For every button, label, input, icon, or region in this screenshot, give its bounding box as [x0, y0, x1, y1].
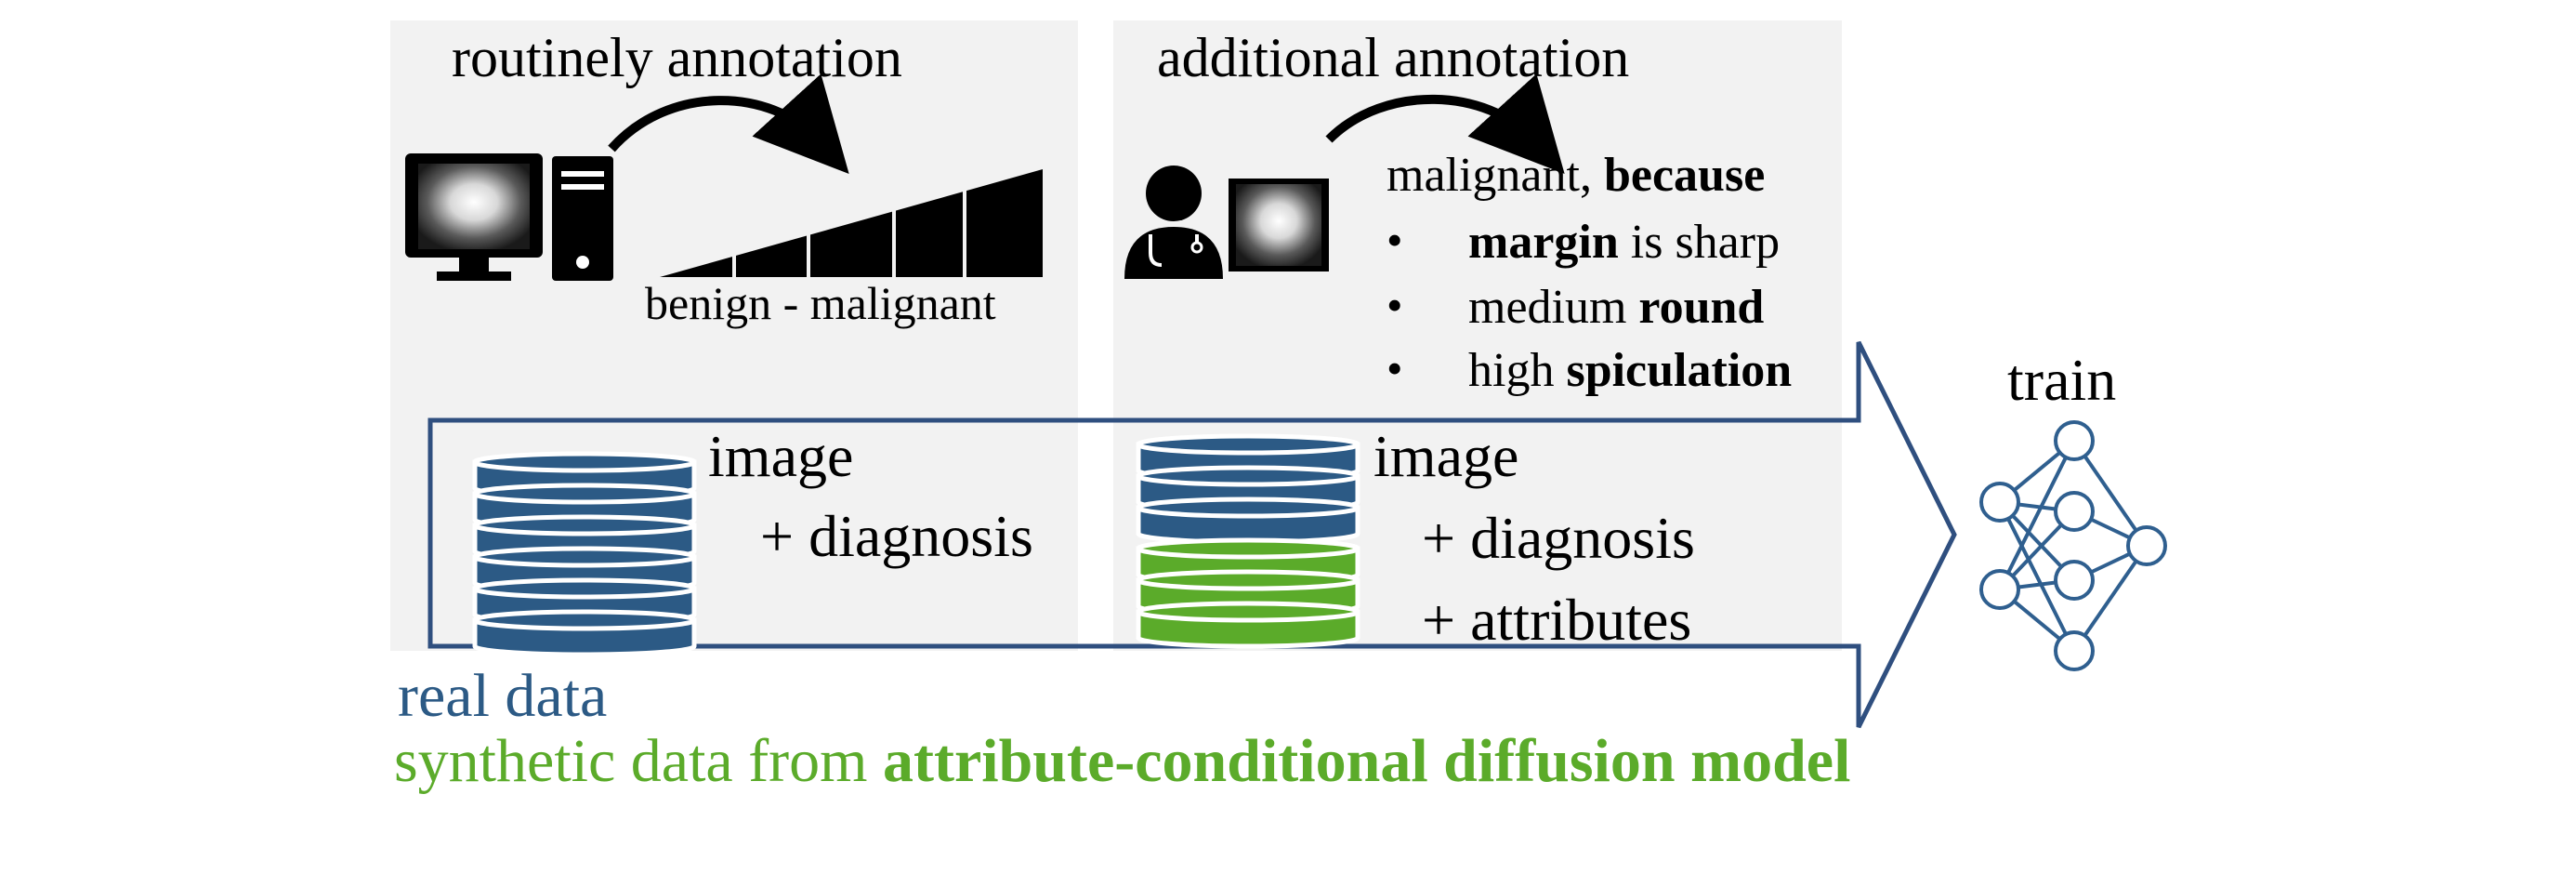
- real-data-disk: [1136, 497, 1360, 545]
- network-node: [1979, 569, 2020, 610]
- synthetic-data-disk: [1136, 601, 1360, 649]
- train-label: train: [2007, 347, 2116, 413]
- right-db-label-line-2: + diagnosis: [1422, 505, 1695, 571]
- network-node: [2054, 630, 2095, 671]
- bullet-1: •: [1387, 214, 1403, 266]
- legend-synthetic-data: synthetic data from attribute-conditiona…: [394, 727, 1850, 795]
- real-data-disk: [472, 609, 697, 657]
- scan-image-icon: [1229, 179, 1329, 271]
- left-db-label-line-1: image: [708, 423, 853, 489]
- right-db-label-line-3: + attributes: [1422, 587, 1691, 653]
- right-db-label-line-1: image: [1373, 423, 1518, 489]
- network-node: [2054, 560, 2095, 601]
- bullet-3: •: [1387, 342, 1403, 394]
- network-edge: [2072, 544, 2149, 653]
- network-node: [2054, 491, 2095, 532]
- computer-icon: [405, 153, 613, 281]
- explanation-item-2: medium round: [1468, 281, 1764, 334]
- network-edge: [2072, 439, 2149, 548]
- mixed-database-icon: [1136, 433, 1360, 649]
- explanation-line-1: malignant, because: [1387, 149, 1765, 202]
- network-node: [2054, 420, 2095, 461]
- left-curved-arrow: [608, 73, 849, 174]
- explanation-item-3: high spiculation: [1468, 344, 1792, 397]
- network-node: [2126, 525, 2167, 566]
- network-node: [1979, 482, 2020, 523]
- doctor-icon: [1124, 166, 1223, 279]
- malignancy-scale-icon: [660, 169, 1043, 279]
- right-curved-arrow: [1325, 73, 1565, 174]
- neural-network-icon: [1979, 420, 2167, 671]
- left-db-label-line-2: + diagnosis: [760, 503, 1033, 569]
- scale-label: benign - malignant: [645, 277, 996, 329]
- real-database-icon: [472, 451, 697, 657]
- left-panel-title: routinely annotation: [452, 27, 902, 88]
- legend-real-data: real data: [398, 662, 607, 730]
- bullet-2: •: [1387, 279, 1403, 331]
- right-panel-title: additional annotation: [1157, 27, 1629, 88]
- network-edge: [1998, 501, 2076, 652]
- explanation-item-1: margin is sharp: [1468, 216, 1780, 269]
- network-edge: [1998, 440, 2076, 590]
